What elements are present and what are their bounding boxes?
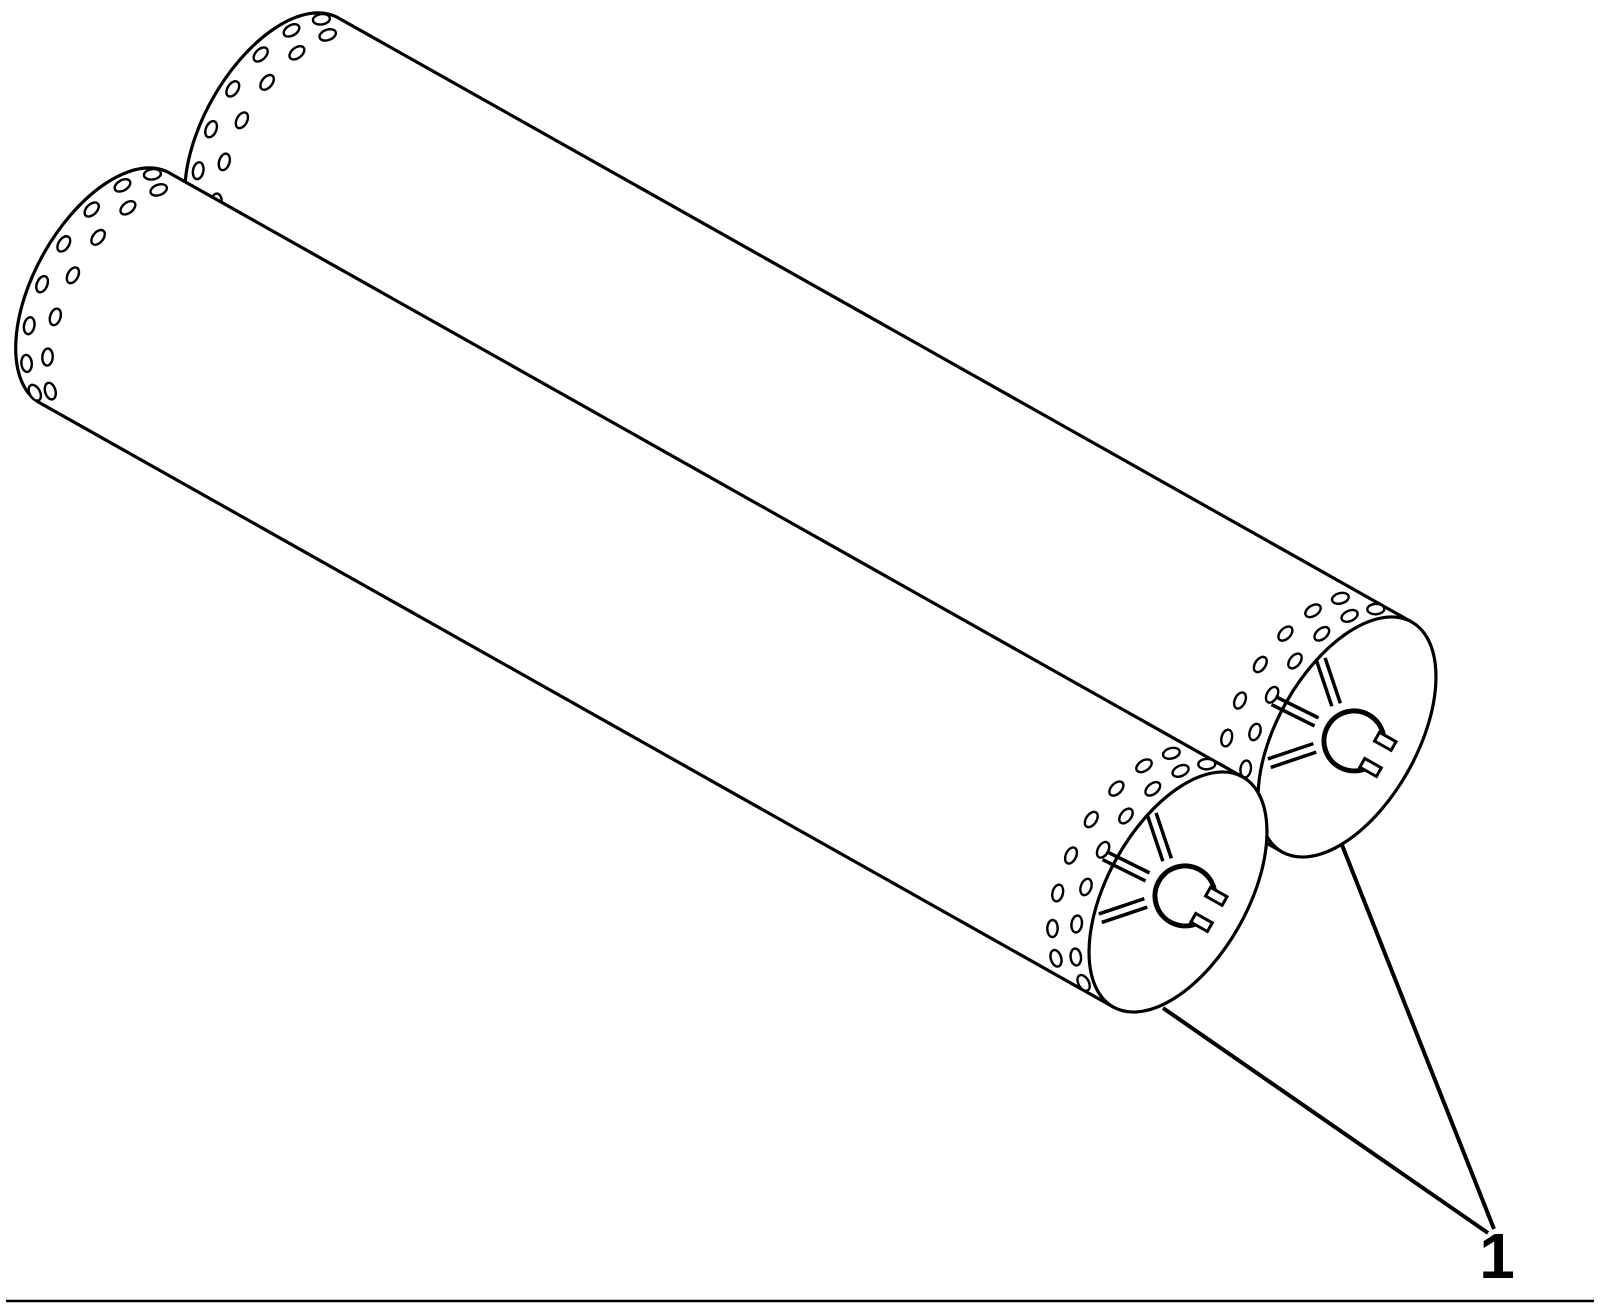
perforation-hole (252, 46, 269, 63)
retaining-ring (1321, 708, 1387, 774)
perforation-hole (1171, 763, 1190, 779)
perforation-hole (1070, 914, 1084, 934)
clip-edge-line (1101, 905, 1148, 925)
perforation-hole (1063, 846, 1079, 865)
perforation-hole (318, 28, 338, 42)
perforation-hole (1049, 948, 1063, 968)
perforation-hole (1340, 608, 1359, 624)
perforation-hole (1248, 722, 1262, 742)
perforation-hole (1252, 655, 1268, 674)
perforation-hole (1108, 780, 1125, 797)
perforation-hole (149, 183, 169, 197)
perforation-hole (282, 23, 301, 38)
perforation-hole (1366, 602, 1386, 616)
clip-tab (1203, 885, 1230, 908)
perforation-hole (27, 383, 43, 402)
perforation-hole (56, 235, 72, 253)
clip-edge-line (1270, 703, 1316, 728)
perforation-hole (65, 266, 81, 285)
retaining-ring (1152, 863, 1218, 929)
perforation-hole (259, 73, 276, 91)
perforation-hole (311, 12, 332, 26)
clip-edge-line (1314, 660, 1334, 707)
callout-label: 1 (1479, 1220, 1515, 1292)
cylinders (14, 11, 1438, 1014)
perforation-hole (1046, 918, 1059, 939)
perforation-hole (1277, 625, 1294, 642)
perforation-hole (1076, 973, 1091, 992)
perforation-hole (1079, 877, 1093, 897)
clip-tab (1188, 911, 1215, 934)
front-cylinder (14, 166, 1269, 1014)
perforation-hole (83, 201, 100, 218)
end-cap-clip-detail (1267, 657, 1399, 779)
perforation-hole (119, 199, 137, 216)
perforation-hole (1197, 757, 1217, 771)
perforation-hole (20, 353, 34, 374)
perforation-hole (1287, 652, 1303, 670)
perforation-hole (191, 161, 205, 181)
leader-line-front-cylinder (1161, 1006, 1490, 1235)
perforation-hole (142, 167, 163, 181)
perforation-hole (288, 44, 306, 61)
perforation-hole (225, 80, 241, 98)
perforation-hole (1069, 947, 1083, 967)
clip-edge-line (1274, 694, 1320, 720)
perforation-hole (234, 111, 250, 130)
perforation-hole (204, 119, 219, 139)
clip-edge-line (1105, 849, 1151, 875)
clip-edge-line (1267, 741, 1314, 761)
callout: 1 (1161, 844, 1515, 1292)
perforation-hole (1083, 810, 1099, 829)
clip-edge-line (1098, 896, 1145, 916)
perforation-hole (35, 274, 50, 294)
perforation-hole (1161, 746, 1181, 760)
perforation-hole (1051, 883, 1065, 903)
clip-edge-line (1323, 657, 1343, 704)
perforation-hole (90, 228, 107, 246)
perforation-hole (22, 316, 36, 336)
end-cap-clip-detail (1098, 812, 1230, 934)
perforation-hole (1144, 780, 1162, 797)
perforation-hole (217, 152, 232, 172)
perforation-hole (1118, 807, 1134, 825)
perforation-hole (41, 347, 54, 367)
clip-edge-line (1154, 812, 1174, 859)
clip-tab (1357, 756, 1384, 779)
clip-edge-line (1145, 815, 1165, 862)
clip-tab (1372, 730, 1399, 753)
perforation-hole (1304, 603, 1322, 619)
clip-edge-line (1270, 750, 1317, 770)
perforation-hole (48, 307, 63, 327)
clip-edge-line (1101, 858, 1147, 883)
leader-line-rear-cylinder (1340, 844, 1496, 1230)
perforation-hole (1220, 728, 1234, 748)
perforation-hole (43, 381, 58, 401)
perforation-hole (1232, 691, 1248, 710)
perforation-hole (1330, 591, 1350, 605)
perforation-hole (113, 178, 132, 193)
perforation-hole (1313, 625, 1331, 642)
perforation-hole (1135, 758, 1153, 774)
